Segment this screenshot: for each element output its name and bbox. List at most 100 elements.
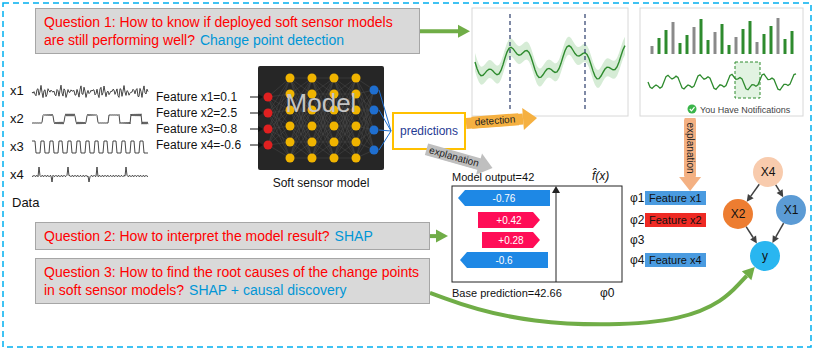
input-arrow <box>250 113 258 114</box>
neuron <box>330 122 339 131</box>
neuron <box>330 138 339 147</box>
causal-node: X2 <box>723 199 753 229</box>
base-line <box>556 192 557 282</box>
input-arrowhead <box>258 94 263 100</box>
bar-stick <box>714 32 717 54</box>
plain-label: Feature x1=0.1 <box>156 90 237 104</box>
plot-card <box>472 8 628 116</box>
neuron <box>352 138 361 147</box>
check-icon <box>688 105 697 114</box>
neuron <box>352 74 361 83</box>
input-arrowhead <box>258 110 263 116</box>
output-link <box>379 110 391 131</box>
change-highlight <box>735 62 760 98</box>
bar-stick <box>777 18 780 54</box>
plain-label: φ4 <box>630 253 644 267</box>
arrowhead <box>522 108 537 130</box>
connector <box>747 184 760 202</box>
plain-label: φ2 <box>630 213 644 227</box>
bar-stick <box>679 43 682 54</box>
plain-label: Feature x2=2.5 <box>156 106 237 120</box>
plain-label: f̂(x) <box>592 169 609 183</box>
check-tick <box>690 107 695 111</box>
input-arrow <box>250 129 258 130</box>
feature-tag: Feature x4 <box>645 253 706 267</box>
base-arrowhead <box>552 186 560 193</box>
neuron <box>286 74 295 83</box>
confidence-band <box>475 37 625 88</box>
arrowhead <box>458 25 470 38</box>
connector <box>430 267 755 324</box>
node-text: Model <box>286 88 357 119</box>
neuron <box>264 93 273 102</box>
connector <box>772 223 783 243</box>
node-text: X2 <box>731 207 746 221</box>
signal-trace <box>32 141 148 153</box>
output-link <box>379 130 391 131</box>
question-box: Question 1: How to know if deployed soft… <box>35 8 420 54</box>
arrowhead <box>772 235 778 243</box>
arrowhead <box>742 267 755 280</box>
neural-network-model: ModelSoft sensor model <box>258 66 384 190</box>
plain-label: φ1 <box>630 191 644 205</box>
input-arrow <box>250 97 258 98</box>
neuron <box>370 146 379 155</box>
plain-label: Feature x4=-0.6 <box>156 138 241 152</box>
arrowhead <box>747 194 754 202</box>
node-text: SHAP + causal discovery <box>189 282 346 298</box>
connector-line <box>685 118 696 177</box>
bar-stick <box>700 19 703 54</box>
arrowhead <box>679 177 701 191</box>
input-arrowhead <box>258 126 263 132</box>
node-text: +0.42 <box>496 215 521 226</box>
node-text: Change point detection <box>200 32 344 48</box>
node-text: Base prediction=42.66 <box>452 287 562 299</box>
neuron <box>308 122 317 131</box>
node-text: You Have Notifications <box>700 105 790 115</box>
shap-bar: +0.28 <box>482 232 540 248</box>
node-text: X4 <box>761 165 776 179</box>
plain-label: x2 <box>10 112 24 126</box>
signal-trace <box>648 74 796 90</box>
node-text: +0.28 <box>498 235 523 246</box>
node-text: y <box>762 249 768 263</box>
connector-line <box>746 227 753 238</box>
output-link <box>379 90 391 131</box>
node-text: Soft sensor model <box>273 176 370 190</box>
network-background <box>258 66 384 170</box>
neuron <box>330 154 339 163</box>
node-text: Feature x1 <box>649 191 702 205</box>
arrowhead <box>777 189 784 197</box>
question-box: Question 3: How to find the root causes … <box>35 258 430 304</box>
node-text: Model output=42 <box>452 171 534 183</box>
plain-label: φ0 <box>600 286 614 300</box>
neuron <box>370 126 379 135</box>
question-box: Question 2: How to interpret the model r… <box>35 222 430 250</box>
connector-line <box>430 234 436 238</box>
bar-stick <box>763 34 766 54</box>
connector <box>679 118 701 191</box>
neuron <box>286 154 295 163</box>
bar-stick <box>756 42 759 54</box>
connector <box>466 108 537 130</box>
neuron <box>330 74 339 83</box>
bar-stick <box>686 35 689 54</box>
edge-label: explanation <box>684 119 696 176</box>
shap-frame <box>452 186 622 282</box>
connector <box>776 185 783 197</box>
bar-stick <box>693 27 696 54</box>
bar-stick <box>707 40 710 54</box>
feature-tag: Feature x1 <box>645 191 706 205</box>
bar-stick <box>749 21 752 54</box>
bar-stick <box>721 24 724 54</box>
neuron <box>308 154 317 163</box>
node-text: X1 <box>784 203 799 217</box>
change-point-line <box>584 14 585 110</box>
plain-label: x3 <box>10 140 24 154</box>
neuron <box>308 138 317 147</box>
plain-label: x1 <box>10 84 24 98</box>
neuron <box>286 122 295 131</box>
neuron <box>352 154 361 163</box>
bar-stick <box>658 38 661 54</box>
node-text: -0.76 <box>493 193 516 204</box>
